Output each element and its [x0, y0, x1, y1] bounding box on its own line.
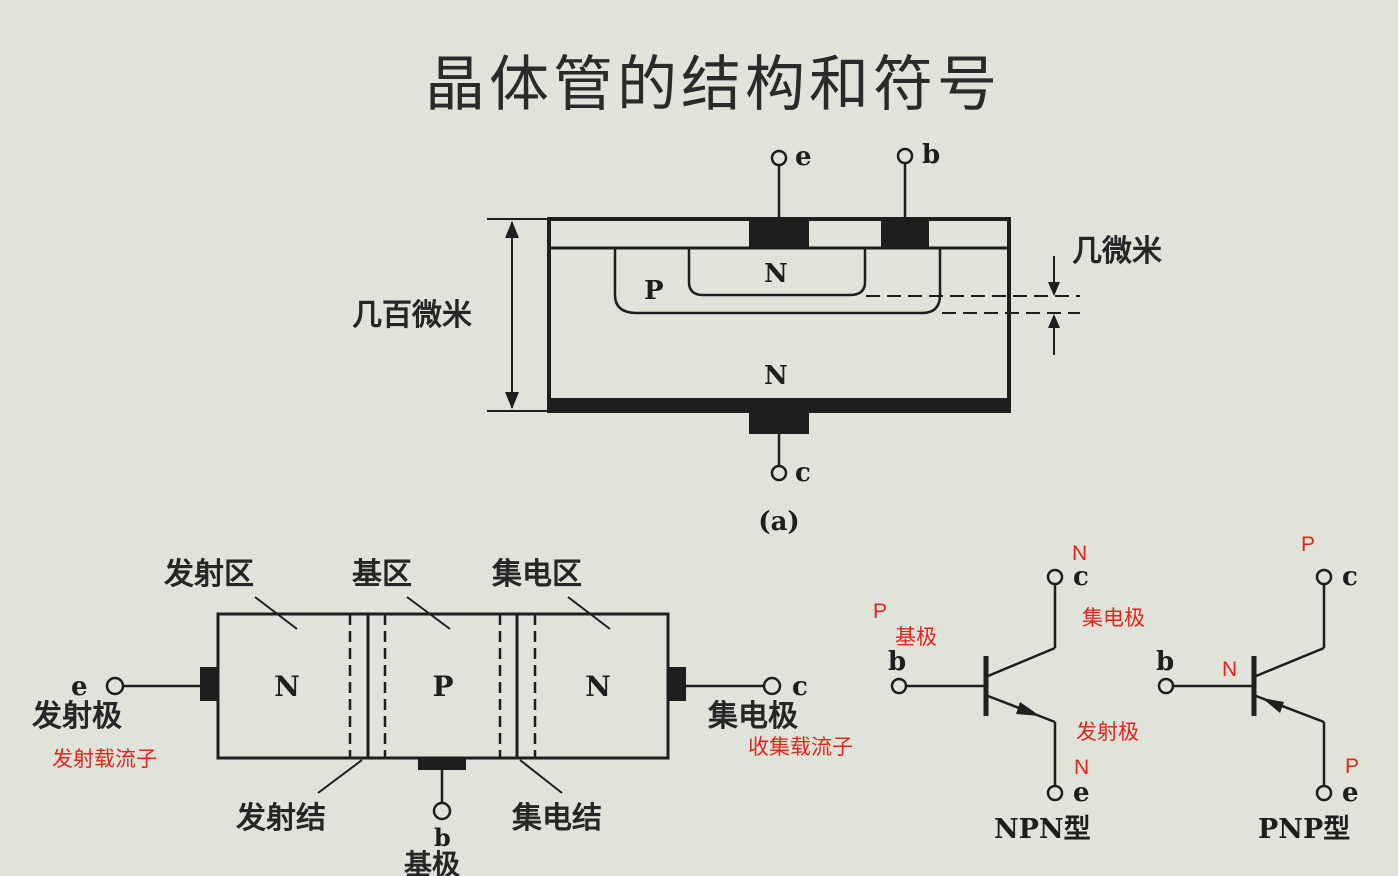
n-emitter-well	[687, 248, 867, 297]
region-n-top-label: N	[764, 259, 788, 289]
terminal-e-label: e	[795, 142, 812, 172]
npn-b-label: b	[888, 647, 906, 677]
dim-thickness-label: 几百微米	[352, 298, 472, 333]
base-electrode-label: 基极	[404, 848, 460, 876]
pnp-emitter-terminal	[1315, 784, 1333, 802]
emitter-junction-label: 发射结	[235, 801, 326, 836]
dim-thickness-head-bottom	[505, 392, 519, 409]
npn-emitter-terminal	[1046, 784, 1064, 802]
npn-collector-note: 集电极	[1082, 607, 1145, 630]
emitter-terminal-b	[105, 676, 125, 696]
c-terminal-label: c	[792, 672, 808, 702]
npn-p-base-note: P	[873, 600, 887, 623]
emitter-terminal-circle	[770, 149, 788, 167]
structure-schematic: 发射区 基区 集电区 N P N e c b 发射极 集电极 发射结 集电结 基…	[31, 557, 808, 876]
base-terminal-b	[432, 801, 452, 821]
collector-region-label: 集电区	[491, 557, 582, 592]
dim-arrow-top-head	[1048, 282, 1060, 296]
leader-base-region	[406, 596, 451, 630]
pnp-base-terminal	[1157, 677, 1175, 695]
pnp-collector-terminal	[1315, 568, 1333, 586]
npn-emitter-note: 发射极	[1076, 721, 1139, 744]
npn-collector-terminal	[1046, 568, 1064, 586]
npn-symbol: b c e NPN型	[888, 562, 1091, 845]
pnp-collector-diagonal	[1255, 646, 1325, 678]
emitter-carriers-note: 发射载流子	[52, 748, 157, 771]
red-annotations: 发射载流子 收集载流子 N P 基极 集电极 发射极 N P N P	[52, 533, 1359, 779]
npn-n-collector-note: N	[1072, 542, 1087, 565]
pnp-n-base-note: N	[1222, 658, 1237, 681]
emitter-contact-pad	[749, 219, 809, 249]
collector-terminal-circle	[770, 464, 788, 482]
dim-arrow-bottom-head	[1048, 314, 1060, 328]
dim-junction-label: 几微米	[1072, 234, 1162, 269]
leader-emitter-region	[254, 596, 298, 630]
npn-n-emitter-note: N	[1074, 756, 1089, 779]
npn-e-label: e	[1073, 778, 1090, 808]
npn-caption: NPN型	[994, 814, 1091, 845]
pnp-caption: PNP型	[1258, 814, 1350, 845]
collector-metal-layer	[549, 398, 1009, 412]
figure-a-caption: (a)	[758, 507, 799, 537]
pnp-p-emitter-note: P	[1345, 755, 1359, 778]
cross-section-diagram: e b c P N N 几百微米 几微米 (a)	[352, 140, 1162, 537]
region-n-bottom-label: N	[764, 361, 788, 391]
e-terminal-label: e	[71, 672, 88, 702]
leader-collector-junction	[519, 759, 563, 794]
collector-contact	[668, 667, 686, 701]
npn-emitter-arrow	[1016, 702, 1040, 716]
pnp-symbol: b c e PNP型	[1156, 562, 1359, 845]
emitter-contact	[200, 667, 218, 701]
collector-terminal-b	[762, 676, 782, 696]
dim-thickness-head-top	[505, 221, 519, 238]
leader-collector-region	[567, 596, 611, 630]
base-contact	[418, 758, 466, 770]
pnp-p-collector-note: P	[1301, 533, 1315, 556]
collector-junction-label: 集电结	[511, 801, 602, 836]
collector-contact-pad	[749, 408, 809, 434]
collector-electrode-label: 集电极	[707, 699, 798, 734]
npn-c-label: c	[1073, 562, 1089, 592]
collector-carriers-note: 收集载流子	[748, 736, 853, 759]
terminal-c-label: c	[795, 458, 811, 488]
base-terminal-circle	[896, 147, 914, 165]
npn-base-terminal	[890, 677, 908, 695]
leader-emitter-junction	[317, 759, 363, 794]
base-region-label: 基区	[352, 557, 412, 592]
n-right-label: N	[585, 670, 611, 703]
b-terminal-label: b	[434, 823, 451, 852]
p-base-well	[613, 248, 942, 315]
pnp-e-label: e	[1342, 778, 1359, 808]
pnp-c-label: c	[1342, 562, 1358, 592]
page-title: 晶体管的结构和符号	[425, 50, 1001, 120]
npn-collector-diagonal	[987, 646, 1056, 678]
emitter-electrode-label: 发射极	[31, 699, 122, 734]
npn-base-note: 基极	[895, 626, 937, 649]
pnp-emitter-arrow	[1262, 698, 1284, 713]
emitter-region-label: 发射区	[163, 557, 254, 592]
terminal-b-label: b	[922, 140, 940, 170]
n-left-label: N	[274, 670, 300, 703]
pnp-b-label: b	[1156, 647, 1174, 677]
base-contact-pad	[881, 219, 929, 249]
region-p-label: P	[644, 276, 664, 306]
p-mid-label: P	[432, 670, 453, 703]
